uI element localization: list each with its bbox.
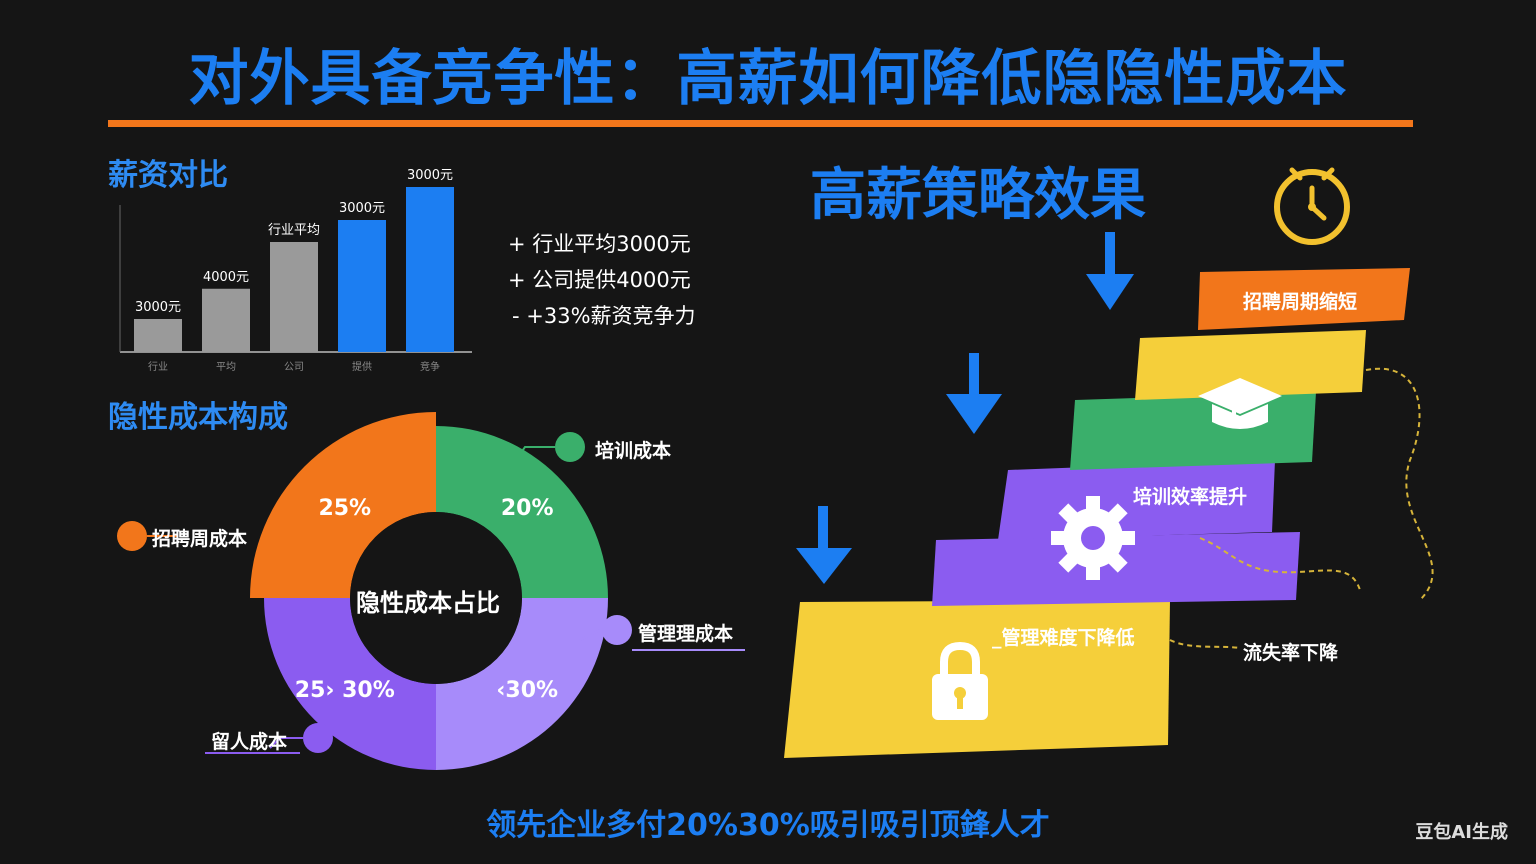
legend-leader-line	[205, 737, 303, 754]
page-title: 对外具备竞争性：高薪如何降低隐隐性成本	[188, 44, 1348, 114]
legend-marker	[303, 723, 333, 753]
legend-leader-line	[509, 446, 555, 469]
down-arrow-icon	[946, 353, 1002, 434]
salary-note: + 公司提供4000元	[508, 268, 691, 292]
down-arrow-icon	[796, 506, 852, 584]
donut-slice	[264, 598, 436, 770]
donut-slice	[436, 598, 608, 770]
title-divider	[108, 120, 1413, 127]
lock-icon	[932, 641, 988, 720]
clock-icon	[1274, 167, 1350, 245]
legend-recruit-cost: 招聘周成本	[152, 528, 248, 550]
bar	[134, 319, 182, 352]
salary-section-title: 薪资对比	[108, 158, 228, 193]
graduation-cap-icon	[1198, 378, 1282, 429]
bar	[338, 220, 386, 352]
donut-center-label: 隐性成本占比	[356, 589, 500, 617]
bar	[406, 187, 454, 352]
donut-slice	[250, 412, 436, 598]
legend-management-cost: 管理理成本	[638, 623, 734, 645]
donut-hole	[350, 512, 522, 684]
salary-note: + 行业平均3000元	[508, 232, 691, 256]
bar-category-label: 竞争	[420, 360, 440, 373]
watermark: 豆包AI生成	[1415, 822, 1508, 843]
bar-data-label: 3000元	[339, 201, 385, 216]
salary-note: - +33%薪资竞争力	[512, 304, 696, 328]
donut-slice-label: ‹30%	[496, 678, 558, 703]
bar-category-label: 公司	[284, 362, 304, 373]
effects-staircase	[784, 167, 1434, 758]
donut-slice	[436, 426, 608, 598]
donut-slice-label: 25› 30%	[295, 678, 395, 703]
legend-marker	[602, 615, 632, 645]
effect-section-title: 高薪策略效果	[810, 163, 1146, 228]
step-training-efficiency: 培训效率提升	[1133, 486, 1248, 508]
bar	[202, 288, 250, 352]
step-turnover-rate: 流失率下降	[1243, 642, 1339, 664]
bar-category-label: 平均	[216, 361, 236, 373]
gear-icon	[1051, 496, 1135, 580]
bar-data-label: 3000元	[135, 300, 181, 315]
step-management-difficulty: _管理难度下降低	[992, 627, 1135, 649]
hidden-cost-section-title: 隐性成本构成	[108, 400, 288, 435]
donut-slice-label: 20%	[501, 496, 554, 521]
bar-data-label: 3000元	[407, 168, 453, 183]
step-recruit-cycle: 招聘周期缩短	[1243, 291, 1358, 313]
footer-tagline: 领先企业多付20%30%吸引吸引顶鋒人才	[486, 808, 1050, 843]
legend-marker	[117, 521, 147, 551]
legend-retention-cost: 留人成本	[211, 731, 288, 753]
legend-training-cost: 培训成本	[595, 440, 672, 462]
bar-data-label: 行业平均	[268, 223, 320, 238]
hidden-cost-donut-chart: 25% 20% ‹30% 25› 30%	[117, 412, 745, 770]
bar-category-label: 行业	[148, 360, 168, 373]
donut-slice-label: 25%	[318, 496, 371, 521]
legend-leader-line	[579, 629, 745, 651]
bar-data-label: 4000元	[203, 270, 249, 285]
down-arrow-icon	[1086, 232, 1134, 310]
bar	[270, 242, 318, 352]
bar-category-label: 提供	[352, 360, 372, 373]
legend-marker	[555, 432, 585, 462]
